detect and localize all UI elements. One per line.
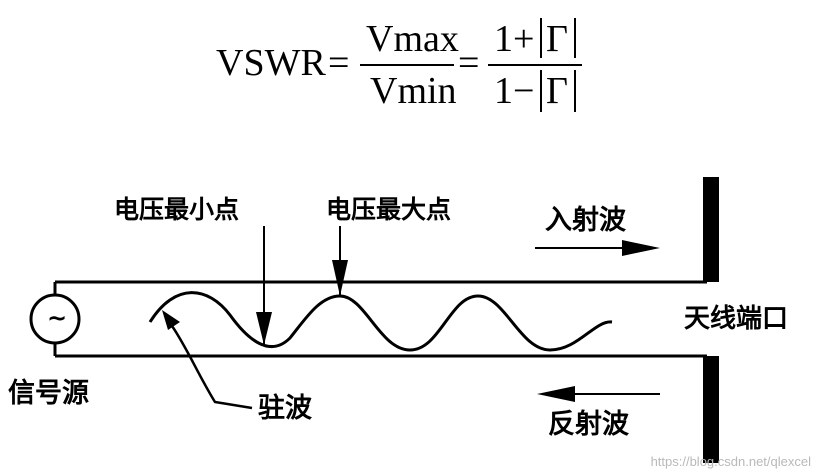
label-standing-wave: 驻波 xyxy=(258,393,312,424)
formula-equals-1: = xyxy=(328,42,350,84)
vswr-formula: VSWR = Vmax Vmin = 1+ Γ 1− Γ xyxy=(0,0,819,140)
formula-gamma-bottom: Γ xyxy=(546,70,568,112)
abs-bar-left-top xyxy=(540,18,542,58)
abs-bar-right-bottom xyxy=(574,70,576,112)
abs-bar-left-bottom xyxy=(540,70,542,112)
standing-wave-pointer-head xyxy=(162,310,180,330)
formula-gamma-top: Γ xyxy=(546,18,568,60)
source-symbol: ~ xyxy=(47,304,68,332)
watermark-text: https://blog.csdn.net/qlexcel xyxy=(650,454,811,469)
reflected-arrow-head xyxy=(537,386,575,402)
formula-numerator-prefix: 1+ xyxy=(494,18,535,60)
signal-source-icon xyxy=(29,293,81,345)
formula-denominator-prefix: 1− xyxy=(494,70,535,112)
formula-numerator-vmax: Vmax xyxy=(366,18,459,60)
vmin-arrow-head xyxy=(256,312,272,345)
antenna-port-bar-top xyxy=(703,177,719,282)
vmax-arrow-head xyxy=(332,260,348,296)
label-incident-wave: 入射波 xyxy=(545,205,626,236)
standing-wave-curve xyxy=(148,291,613,352)
label-antenna-port: 天线端口 xyxy=(684,304,789,334)
label-signal-source: 信号源 xyxy=(8,378,89,409)
antenna-port-bar-bottom xyxy=(703,356,719,463)
abs-bar-right-top xyxy=(574,18,576,58)
label-voltage-min: 电压最小点 xyxy=(114,195,240,224)
formula-denominator-vmin: Vmin xyxy=(370,70,457,112)
fraction-bar-2 xyxy=(488,64,582,66)
incident-arrow-head xyxy=(622,240,660,256)
formula-equals-2: = xyxy=(458,42,480,84)
standing-wave-pointer-line xyxy=(170,325,253,410)
label-voltage-max: 电压最大点 xyxy=(326,195,452,224)
formula-lhs: VSWR xyxy=(216,42,326,84)
fraction-bar-1 xyxy=(360,64,454,66)
label-reflected-wave: 反射波 xyxy=(548,409,629,440)
